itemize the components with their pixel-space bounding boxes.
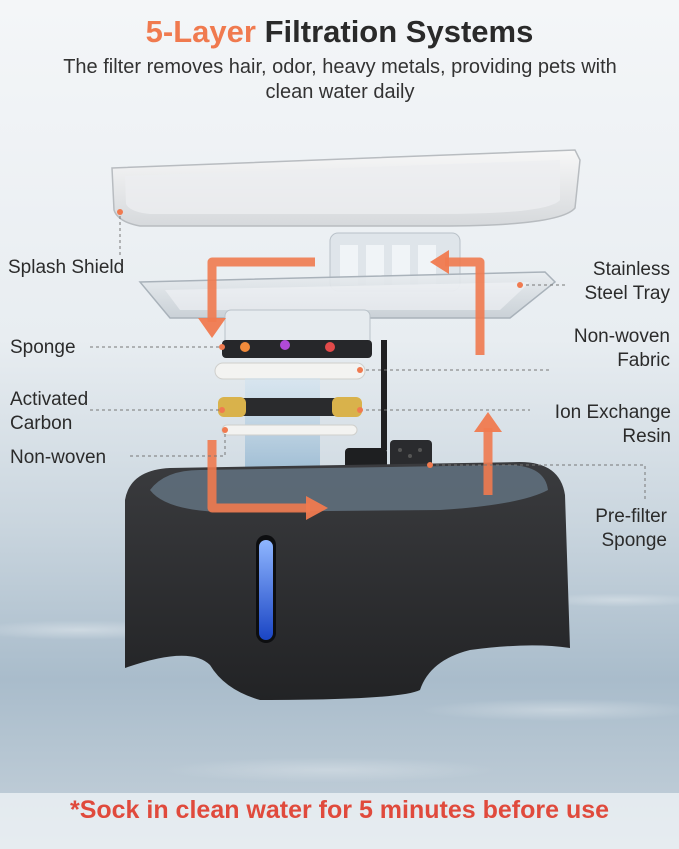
label-prefilter-line1: Pre-filter bbox=[595, 506, 667, 527]
subtitle: The filter removes hair, odor, heavy met… bbox=[63, 56, 617, 103]
flow-arrows bbox=[207, 257, 493, 513]
label-sponge: Sponge bbox=[10, 337, 76, 358]
label-nonwoven-fabric: Non-woven Fabric bbox=[520, 325, 670, 373]
label-stainless-tray-line2: Steel Tray bbox=[584, 283, 670, 304]
label-nonwoven: Non-woven bbox=[10, 447, 107, 468]
nonwoven-fabric-layer bbox=[214, 362, 366, 380]
lid bbox=[111, 149, 581, 227]
label-prefilter-line2: Sponge bbox=[601, 530, 667, 551]
label-activated-carbon: Activated Carbon bbox=[10, 388, 88, 436]
label-splash-shield: Splash Shield bbox=[8, 257, 125, 278]
arrow-heads bbox=[198, 250, 502, 520]
leader-dots bbox=[117, 209, 523, 468]
label-ion-exchange-resin: Ion Exchange Resin bbox=[500, 401, 671, 449]
label-ion-exchange-line2: Resin bbox=[622, 426, 671, 447]
label-nonwoven-fabric-line1: Non-woven bbox=[573, 326, 670, 347]
label-prefilter-sponge: Pre-filter Sponge bbox=[540, 505, 667, 553]
headline: 5-Layer Filtration Systems bbox=[0, 14, 679, 50]
headline-rest: Filtration Systems bbox=[255, 14, 534, 49]
activated-carbon-layer bbox=[218, 397, 362, 417]
stainless-tray bbox=[138, 271, 557, 319]
leader-lines bbox=[90, 210, 646, 500]
footer-banner bbox=[0, 793, 679, 849]
headline-accent: 5-Layer bbox=[145, 14, 256, 49]
footer-note: *Sock in clean water for 5 minutes befor… bbox=[69, 796, 610, 824]
fountain-base bbox=[125, 462, 570, 700]
label-nonwoven-fabric-line2: Fabric bbox=[617, 350, 670, 371]
label-ion-exchange-line1: Ion Exchange bbox=[554, 402, 671, 423]
label-stainless-tray: Stainless Steel Tray bbox=[520, 258, 670, 306]
label-stainless-tray-line1: Stainless bbox=[592, 259, 670, 280]
nonwoven-lower-layer bbox=[221, 424, 358, 436]
label-activated-carbon-line1: Activated bbox=[10, 389, 89, 410]
sponge-layer bbox=[222, 340, 372, 358]
label-activated-carbon-line2: Carbon bbox=[10, 413, 73, 434]
